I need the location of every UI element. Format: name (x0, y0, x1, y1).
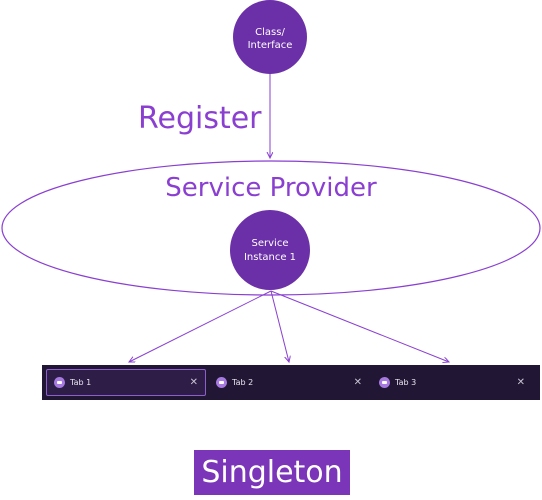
tab-label: Tab 1 (70, 378, 92, 387)
close-icon[interactable]: ✕ (189, 377, 198, 388)
app-icon (54, 377, 65, 388)
register-label: Register (138, 101, 262, 136)
tab-2[interactable]: Tab 2 ✕ (209, 369, 369, 396)
arrow-to-tab1 (129, 290, 272, 362)
service-instance-node (230, 210, 310, 290)
tab-bar: Tab 1 ✕ Tab 2 ✕ Tab 3 ✕ (42, 365, 540, 400)
tab-3[interactable]: Tab 3 ✕ (372, 369, 532, 396)
close-icon[interactable]: ✕ (516, 377, 525, 388)
close-icon[interactable]: ✕ (353, 377, 362, 388)
tab-1[interactable]: Tab 1 ✕ (46, 369, 206, 396)
service-provider-label: Service Provider (165, 173, 377, 203)
arrow-to-tab3 (270, 290, 449, 362)
class-node-line2: Interface (248, 40, 293, 51)
app-icon (379, 377, 390, 388)
class-node-line1: Class/ (255, 27, 285, 38)
arrow-to-tab2 (270, 290, 289, 362)
tab-label: Tab 3 (395, 378, 417, 387)
instance-node-line2: Instance 1 (244, 252, 296, 263)
service-provider-ellipse (1, 160, 541, 296)
app-icon (216, 377, 227, 388)
class-interface-node (233, 0, 307, 74)
singleton-badge: Singleton (194, 450, 350, 495)
tab-label: Tab 2 (232, 378, 254, 387)
instance-node-line1: Service (252, 238, 289, 249)
